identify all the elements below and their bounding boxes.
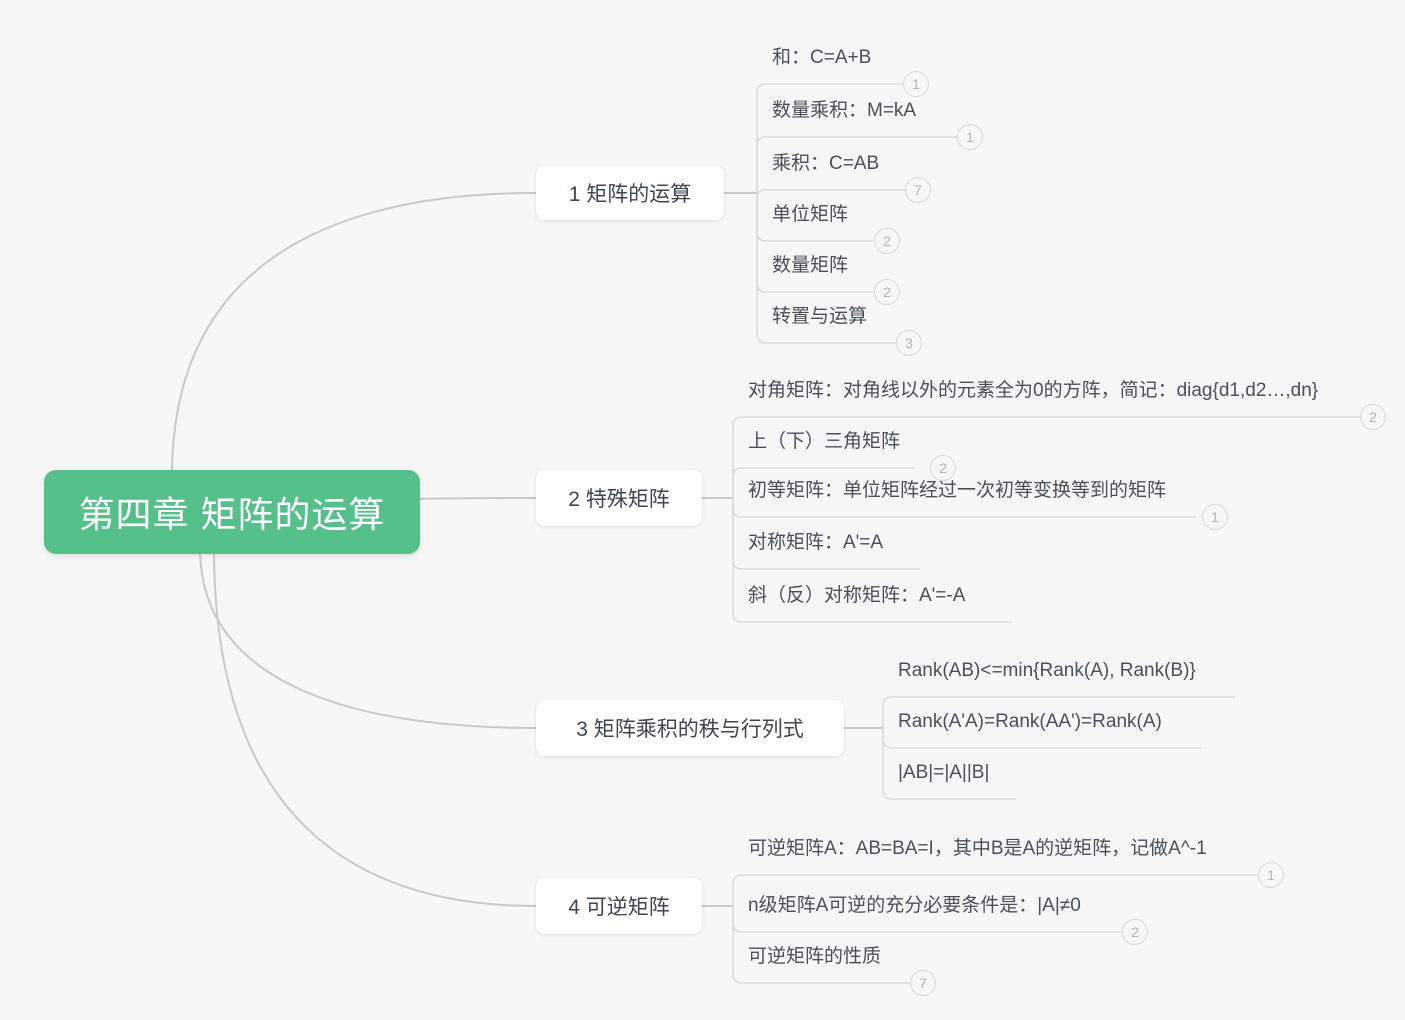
branch-node-4[interactable]: 4 可逆矩阵 <box>536 878 702 934</box>
leaf-node[interactable]: 转置与运算 <box>772 306 868 327</box>
leaf-node[interactable]: Rank(A'A)=Rank(AA')=Rank(A) <box>898 711 1162 732</box>
leaf-node[interactable]: Rank(AB)<=min{Rank(A), Rank(B)} <box>898 660 1196 681</box>
child-count-badge[interactable]: 3 <box>896 330 922 356</box>
leaf-node[interactable]: n级矩阵A可逆的充分必要条件是：|A|≠0 <box>748 895 1081 916</box>
root-node-label: 第四章 矩阵的运算 <box>78 494 386 535</box>
branch-node-label: 1 矩阵的运算 <box>568 183 692 206</box>
child-count-badge[interactable]: 2 <box>1360 404 1386 430</box>
child-count-badge[interactable]: 1 <box>957 124 983 150</box>
leaf-node[interactable]: 对角矩阵：对角线以外的元素全为0的方阵，简记：diag{d1,d2…,dn} <box>748 380 1319 401</box>
branch-node-label: 2 特殊矩阵 <box>568 488 670 511</box>
child-count-badge[interactable]: 7 <box>910 970 936 996</box>
leaf-node[interactable]: 对称矩阵：A'=A <box>748 532 884 553</box>
child-count-badge[interactable]: 7 <box>905 177 931 203</box>
leaf-node[interactable]: 乘积：C=AB <box>772 153 880 174</box>
branch-node-1[interactable]: 1 矩阵的运算 <box>536 166 724 220</box>
root-node[interactable]: 第四章 矩阵的运算 <box>44 470 420 554</box>
leaf-node[interactable]: 可逆矩阵A：AB=BA=I，其中B是A的逆矩阵，记做A^-1 <box>748 838 1207 859</box>
leaf-node[interactable]: 可逆矩阵的性质 <box>748 946 882 967</box>
branch-node-3[interactable]: 3 矩阵乘积的秩与行列式 <box>536 700 844 756</box>
child-count-badge[interactable]: 1 <box>903 71 929 97</box>
branch-node-label: 4 可逆矩阵 <box>568 896 670 919</box>
child-count-badge[interactable]: 2 <box>874 228 900 254</box>
child-count-badge[interactable]: 2 <box>874 279 900 305</box>
child-count-badge[interactable]: 1 <box>1258 862 1284 888</box>
leaf-node[interactable]: 初等矩阵：单位矩阵经过一次初等变换等到的矩阵 <box>748 480 1167 501</box>
branch-node-2[interactable]: 2 特殊矩阵 <box>536 470 702 526</box>
leaf-node[interactable]: 数量乘积：M=kA <box>772 100 917 121</box>
leaf-node[interactable]: |AB|=|A||B| <box>898 762 990 783</box>
leaf-node[interactable]: 和：C=A+B <box>772 47 872 68</box>
leaf-node[interactable]: 斜（反）对称矩阵：A'=-A <box>748 585 966 606</box>
leaf-node[interactable]: 数量矩阵 <box>772 255 849 276</box>
branch-node-label: 3 矩阵乘积的秩与行列式 <box>576 718 804 741</box>
child-count-badge[interactable]: 2 <box>1122 919 1148 945</box>
leaf-node[interactable]: 单位矩阵 <box>772 204 849 225</box>
child-count-badge[interactable]: 1 <box>1202 504 1228 530</box>
leaf-node[interactable]: 上（下）三角矩阵 <box>748 431 901 452</box>
child-count-badge[interactable]: 2 <box>930 455 956 481</box>
